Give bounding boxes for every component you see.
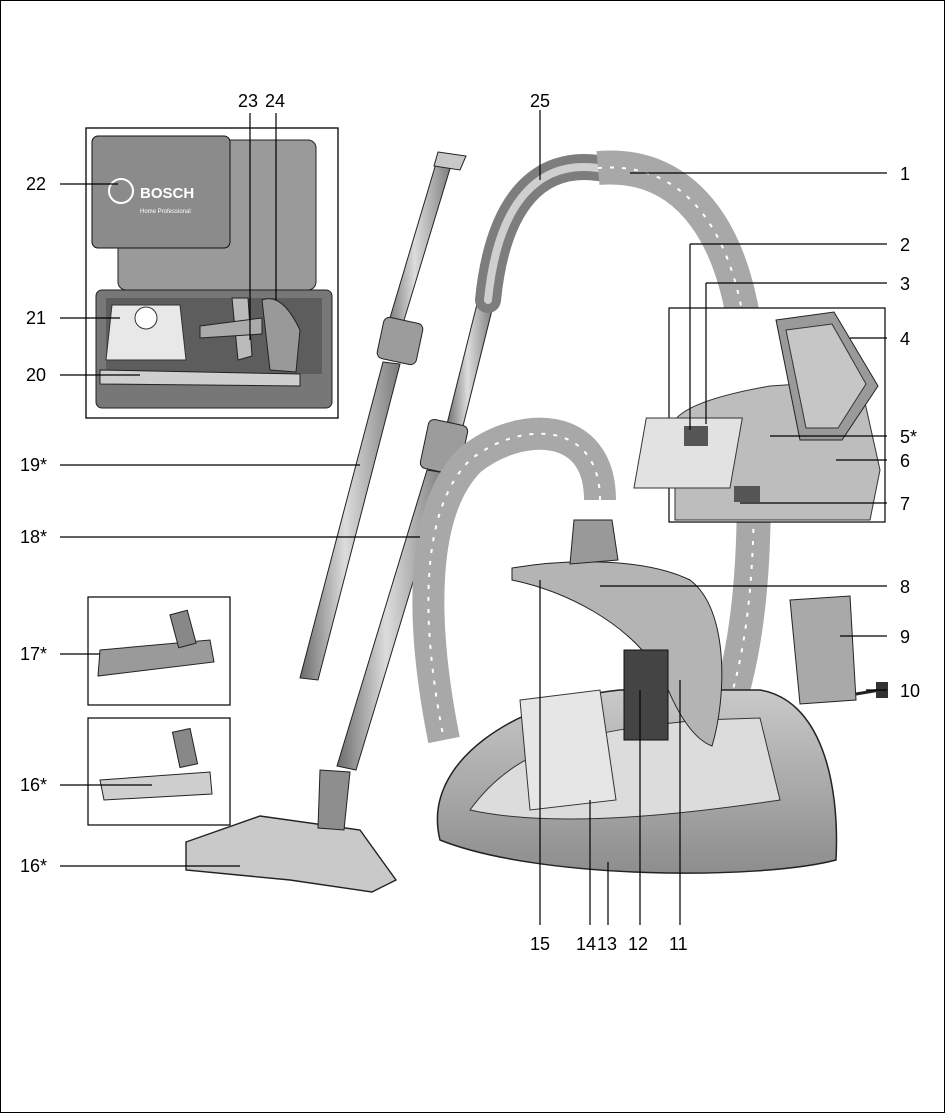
callout-23: 23 — [238, 91, 259, 111]
callout-16-inset: 16* — [20, 775, 48, 795]
callout-13: 13 — [597, 934, 618, 954]
callout-9: 9 — [900, 627, 911, 647]
case-logo: BOSCH — [140, 185, 194, 202]
callout-19: 19* — [20, 455, 48, 475]
callout-14: 14 — [576, 934, 597, 954]
callout-3: 3 — [900, 274, 911, 294]
callout-21: 21 — [26, 308, 47, 328]
callout-24: 24 — [265, 91, 286, 111]
leader-lines — [60, 110, 887, 925]
callout-4: 4 — [900, 329, 911, 349]
telescopic-tube-18 — [336, 299, 495, 771]
callout-16-main: 16* — [20, 856, 48, 876]
callout-15: 15 — [530, 934, 551, 954]
callout-11: 11 — [669, 934, 688, 954]
callout-10: 10 — [900, 681, 921, 701]
callout-25: 25 — [530, 91, 551, 111]
nozzle-insets — [87, 596, 231, 826]
callout-6: 6 — [900, 451, 911, 471]
carry-case: BOSCH Home Professional — [85, 127, 339, 419]
telescopic-tube-19 — [299, 151, 467, 681]
callout-1: 1 — [900, 164, 911, 184]
callout-2: 2 — [900, 235, 911, 255]
vacuum-body — [436, 519, 888, 874]
callout-18: 18* — [20, 527, 48, 547]
filter-inset — [633, 307, 886, 523]
callout-20: 20 — [26, 365, 47, 385]
callout-22: 22 — [26, 174, 47, 194]
callout-5: 5* — [900, 427, 918, 447]
callout-12: 12 — [628, 934, 649, 954]
callout-17: 17* — [20, 644, 48, 664]
case-subtitle: Home Professional — [140, 209, 191, 215]
floor-nozzle — [185, 769, 398, 893]
callout-7: 7 — [900, 494, 911, 514]
callout-8: 8 — [900, 577, 911, 597]
